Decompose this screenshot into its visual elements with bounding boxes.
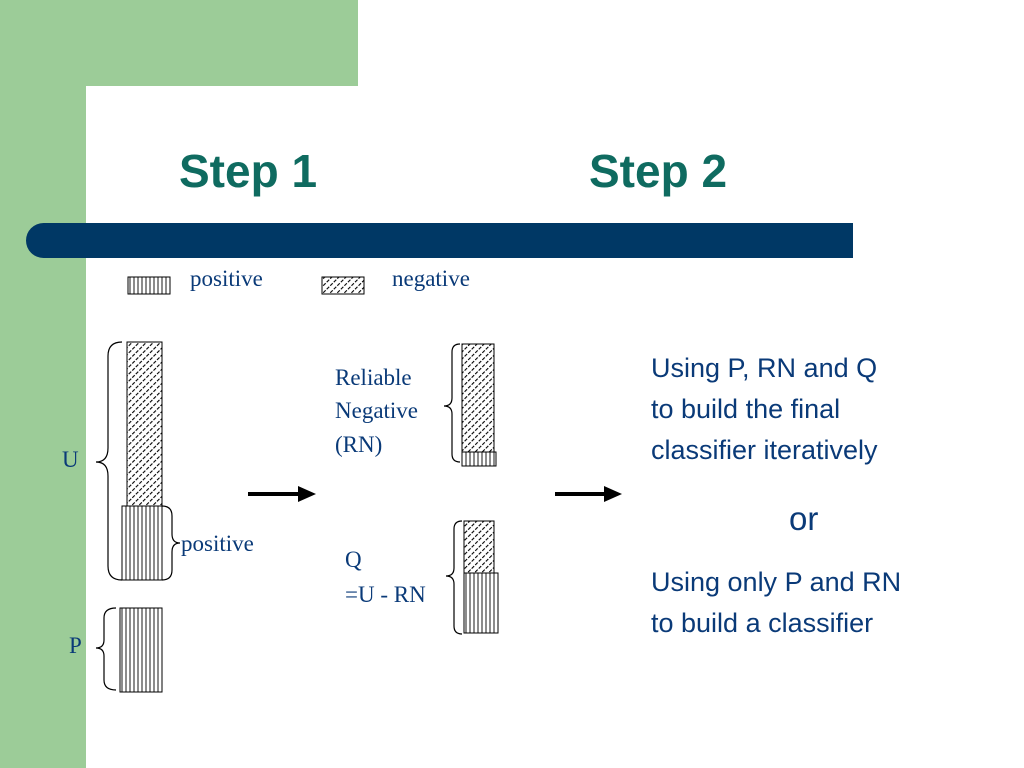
q-label-line2: =U - RN bbox=[345, 582, 426, 607]
legend-negative-label: negative bbox=[392, 266, 470, 291]
rn-negative-segment bbox=[461, 343, 495, 453]
arrow-1-head bbox=[298, 486, 316, 502]
legend-positive-swatch bbox=[127, 276, 171, 295]
q-negative-segment bbox=[463, 520, 495, 574]
arrow-2-head bbox=[604, 486, 622, 502]
option1-line2: to build the final bbox=[651, 394, 841, 424]
option1-line3: classifier iteratively bbox=[651, 435, 878, 465]
u-label: U bbox=[62, 447, 79, 472]
rn-brace bbox=[443, 343, 461, 463]
or-label: or bbox=[789, 500, 819, 537]
rn-label-line1: Reliable bbox=[335, 365, 412, 390]
step1-title: Step 1 bbox=[179, 145, 318, 197]
q-brace bbox=[445, 520, 463, 635]
title-divider-bar bbox=[26, 223, 853, 258]
p-brace bbox=[95, 607, 117, 691]
p-label: P bbox=[69, 633, 82, 658]
step2-title: Step 2 bbox=[589, 145, 728, 197]
top-green-band bbox=[0, 0, 358, 86]
p-column bbox=[119, 607, 163, 693]
option1-line1: Using P, RN and Q bbox=[651, 353, 878, 383]
rn-label-line2: Negative bbox=[335, 398, 419, 423]
content-area bbox=[86, 86, 1024, 768]
rn-label-line3: (RN) bbox=[335, 432, 383, 457]
u-negative-segment bbox=[126, 341, 163, 507]
rn-positive-tip bbox=[461, 451, 497, 467]
u-positive-label: positive bbox=[181, 531, 254, 556]
option2-line1: Using only P and RN bbox=[651, 567, 902, 597]
q-label-line1: Q bbox=[345, 547, 362, 572]
u-brace bbox=[95, 341, 123, 581]
legend-negative-swatch bbox=[321, 276, 365, 295]
option2-line2: to build a classifier bbox=[651, 608, 874, 638]
left-green-band bbox=[0, 0, 86, 768]
q-positive-segment bbox=[463, 572, 499, 634]
positive-brace bbox=[161, 505, 181, 581]
u-positive-segment bbox=[121, 505, 163, 581]
legend-positive-label: positive bbox=[190, 266, 263, 291]
